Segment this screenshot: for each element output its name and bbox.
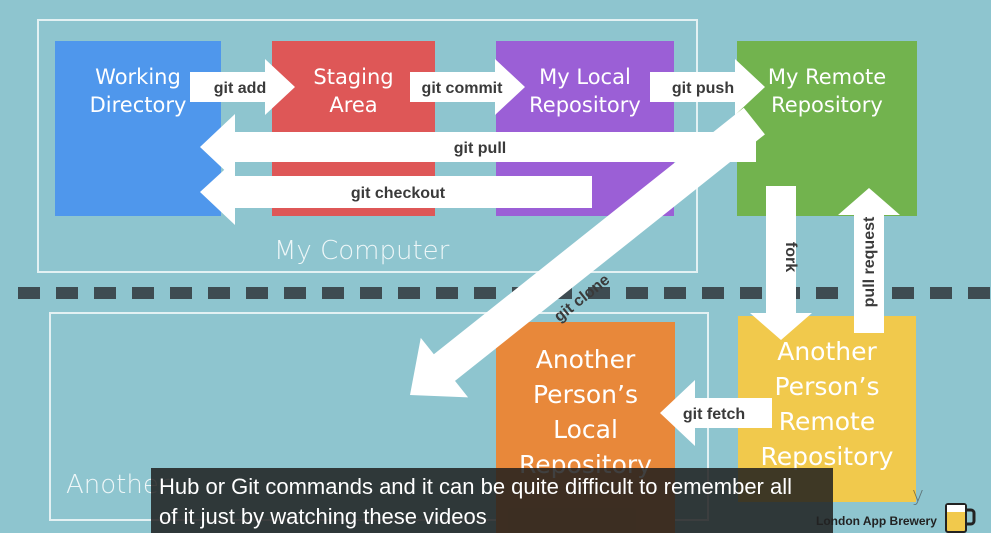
caption-line-2: of it just by watching these videos xyxy=(159,504,487,529)
dashed-divider xyxy=(18,287,991,299)
video-caption: Hub or Git commands and it can be quite … xyxy=(151,468,833,533)
git-push-label: git push xyxy=(672,80,734,97)
git-clone-arrow xyxy=(410,107,765,398)
fork-arrow xyxy=(750,186,812,340)
my-computer-label: My Computer xyxy=(274,236,450,266)
git-fetch-arrow xyxy=(660,380,772,446)
git-push-arrow xyxy=(650,59,765,115)
working-directory-box: Working Directory xyxy=(55,41,221,216)
caption-line-1: Hub or Git commands and it can be quite … xyxy=(159,474,793,499)
git-checkout-label: git checkout xyxy=(351,185,446,202)
beer-mug-icon xyxy=(945,503,976,533)
git-commit-label: git commit xyxy=(422,80,504,97)
brand-watermark: London App Brewery xyxy=(816,514,937,528)
pull-request-label: pull request xyxy=(861,216,878,307)
git-commit-arrow xyxy=(410,59,525,115)
git-fetch-label: git fetch xyxy=(683,406,745,423)
git-add-label: git add xyxy=(214,80,266,97)
fork-label: fork xyxy=(782,242,799,272)
faded-region-label: y xyxy=(912,482,924,506)
pull-request-arrow xyxy=(838,188,900,333)
git-pull-label: git pull xyxy=(454,140,506,157)
git-checkout-arrow xyxy=(200,160,592,225)
git-pull-arrow xyxy=(200,114,756,180)
git-add-arrow xyxy=(190,59,295,115)
